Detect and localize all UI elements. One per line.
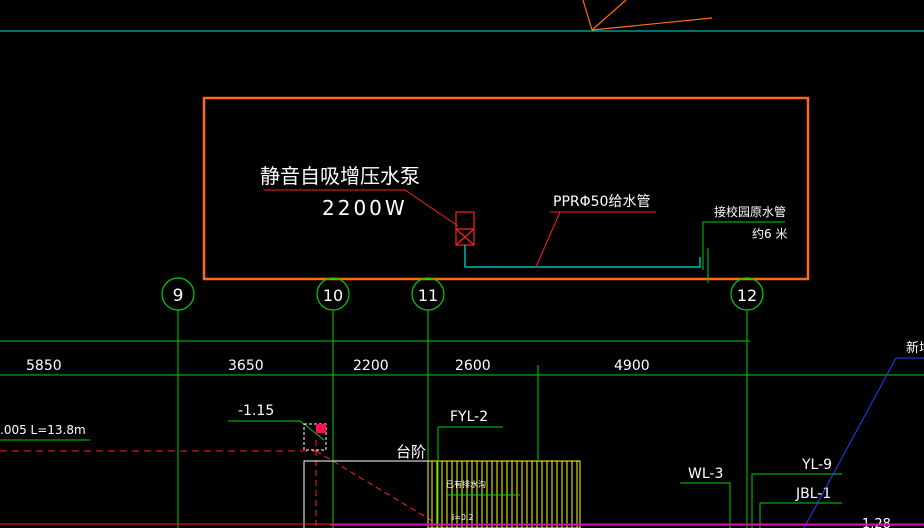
- dimension-3650: 3650: [228, 358, 264, 374]
- dimension-5850: 5850: [26, 358, 62, 374]
- small-note-2: i=0.2: [452, 513, 474, 522]
- source-label-2: 约6 米: [752, 226, 787, 241]
- slope-text: .005 L=13.8m: [0, 423, 86, 437]
- dimension-4900: 4900: [614, 358, 650, 374]
- dimension-2200: 2200: [353, 358, 389, 374]
- axis-bubble-12: 12: [730, 277, 764, 311]
- steps-label: 台阶: [396, 443, 426, 461]
- bottom-partial-label: 1.28: [862, 517, 891, 528]
- yl-label: YL-9: [801, 457, 832, 473]
- elevation-label: -1.15: [238, 403, 274, 419]
- pump-name: 静音自吸增压水泵: [260, 164, 420, 188]
- axis-label-9: 9: [173, 286, 184, 306]
- wl-label: WL-3: [688, 466, 723, 482]
- pump-power: 2200W: [322, 196, 408, 220]
- dimension-2600: 2600: [455, 358, 491, 374]
- small-note: 已有排水沟: [446, 479, 486, 489]
- elevation-marker-fill: [316, 424, 326, 433]
- supply-pipe: [464, 245, 701, 268]
- axis-bubble-9: 9: [161, 277, 195, 311]
- pump-leader: [404, 189, 459, 227]
- axis-bubble-10: 10: [316, 277, 350, 311]
- axis-label-10: 10: [323, 286, 343, 305]
- axis-label-11: 11: [418, 286, 438, 305]
- wl-leader: [680, 482, 731, 528]
- fyl-label: FYL-2: [450, 409, 488, 425]
- source-label-1: 接校园原水管: [714, 204, 786, 219]
- pump-symbol: [455, 211, 475, 246]
- new-partial-label: 新增: [906, 340, 924, 356]
- yl-leader: [751, 473, 842, 528]
- dimension-lines: [0, 340, 924, 460]
- new-leader: [803, 357, 897, 528]
- steps-hatch: [431, 461, 578, 528]
- red-dashed-diagonal: [315, 450, 445, 528]
- steps-hatch-outline: [427, 460, 581, 528]
- jbl-label: JBL-1: [795, 486, 831, 502]
- axis-label-12: 12: [737, 286, 757, 305]
- top-wedge-lines: [582, 0, 713, 31]
- axis-bubble-11: 11: [411, 277, 445, 311]
- pipe-label: PPRΦ50给水管: [553, 194, 650, 210]
- jbl-leader: [759, 502, 842, 528]
- equipment-frame: [202, 96, 810, 281]
- pipe-leader: [535, 211, 561, 268]
- elevation-marker-outline: [303, 423, 327, 451]
